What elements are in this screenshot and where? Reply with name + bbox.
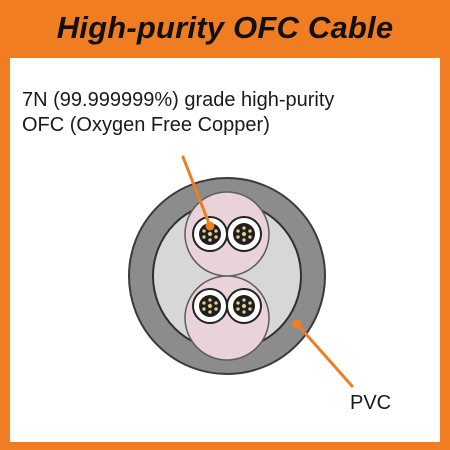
- pvc-leader-dot: [292, 319, 302, 329]
- ofc-leader-line: [181, 155, 212, 228]
- bottom-pair: [192, 288, 262, 324]
- conductor-callout-line-1: 7N (99.999999%) grade high-purity: [22, 89, 335, 111]
- pvc-leader-line: [295, 322, 354, 388]
- page-title: High-purity OFC Cable: [56, 10, 394, 45]
- top-pair: [192, 216, 262, 252]
- pvc-label: PVC: [350, 392, 392, 414]
- conductor-callout: 7N (99.999999%) grade high-purity OFC (O…: [22, 88, 442, 138]
- leader-lines: [181, 155, 354, 388]
- ofc-leader-dot: [205, 221, 215, 231]
- conductor-callout-line-2: OFC (Oxygen Free Copper): [22, 114, 270, 136]
